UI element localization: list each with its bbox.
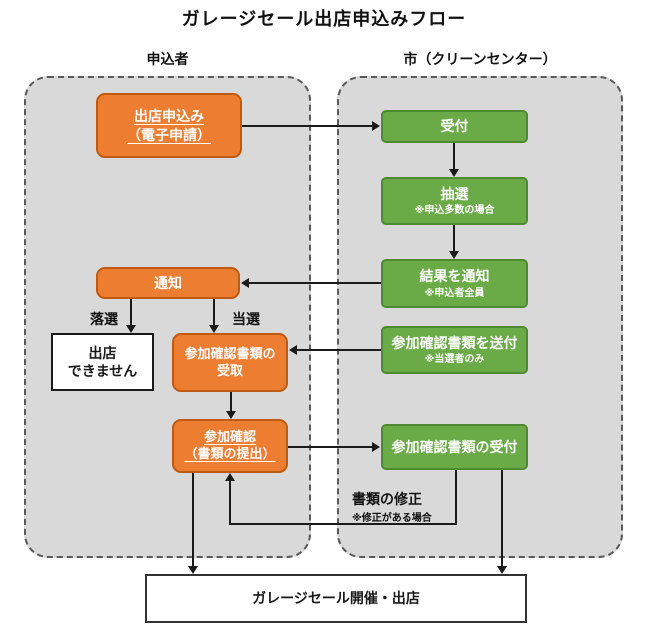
node-receive-line2: 受取 <box>216 362 243 378</box>
column-label-city: 市（クリーンセンター） <box>403 51 557 67</box>
node-notice-label: 通知 <box>154 274 182 291</box>
node-apply-line1: 出店申込み <box>134 108 204 125</box>
node-receive-line1: 参加確認書類の <box>184 345 276 361</box>
node-event: ガレージセール開催・出店 <box>145 574 527 623</box>
arrow-result-to-notice-line <box>249 282 381 284</box>
arrow-notice-to-cannot-head <box>126 325 136 333</box>
node-lottery-note: ※申込多数の場合 <box>414 205 495 217</box>
arrow-fix-loop-down-line <box>455 470 457 524</box>
arrow-send-to-receive-line <box>297 349 381 351</box>
arrow-receive-to-confirm-head <box>226 411 236 419</box>
edge-label-fix: 書類の修正 <box>352 491 422 507</box>
node-notify-result: 結果を通知 ※申込者全員 <box>381 259 528 308</box>
arrow-fix-loop-horizontal-line <box>229 523 457 525</box>
node-reception-label: 受付 <box>440 118 469 135</box>
arrow-confirm-to-event-line <box>192 473 194 566</box>
arrow-notice-to-receive-line <box>213 299 215 325</box>
node-accept-docs-label: 参加確認書類の受付 <box>391 438 518 455</box>
node-send-docs-label: 参加確認書類を送付 <box>391 334 518 351</box>
page-title: ガレージセール出店申込みフロー <box>181 9 467 29</box>
edge-label-fix-note: ※修正がある場合 <box>352 513 432 524</box>
node-cannot-line1: 出店 <box>88 344 117 361</box>
column-label-applicant: 申込者 <box>146 51 189 67</box>
node-notify-result-note: ※申込者全員 <box>424 287 485 299</box>
arrow-notice-to-cannot-line <box>130 299 132 325</box>
node-event-label: ガレージセール開催・出店 <box>252 590 420 607</box>
edge-label-lose: 落選 <box>90 311 118 327</box>
node-reception: 受付 <box>381 110 528 143</box>
node-notice: 通知 <box>96 267 240 299</box>
arrow-apply-to-reception-line <box>242 125 372 127</box>
arrow-notice-to-receive-head <box>209 325 219 333</box>
node-apply-line2: （電子申請） <box>127 126 211 143</box>
node-lottery: 抽選 ※申込多数の場合 <box>381 177 528 225</box>
node-notify-result-label: 結果を通知 <box>419 268 490 285</box>
arrow-apply-to-reception-head <box>372 121 380 131</box>
arrow-lottery-to-result-line <box>453 225 455 251</box>
arrow-fix-loop-head <box>225 473 235 481</box>
node-cannot-line2: できません <box>67 363 138 379</box>
arrow-reception-to-lottery-line <box>453 143 455 169</box>
node-receive-docs: 参加確認書類の 受取 <box>172 333 288 392</box>
arrow-confirm-to-event-head <box>188 566 198 574</box>
node-confirm-line1: 参加確認 <box>203 429 256 445</box>
arrow-send-to-receive-head <box>289 345 297 355</box>
node-confirm[interactable]: 参加確認 （書類の提出） <box>172 419 288 473</box>
arrow-fix-loop-up-line <box>229 481 231 524</box>
node-send-docs-note: ※当選者のみ <box>424 354 485 366</box>
arrow-result-to-notice-head <box>241 278 249 288</box>
arrow-accept-to-event-line <box>501 470 503 566</box>
arrow-accept-to-event-head <box>497 566 507 574</box>
node-apply[interactable]: 出店申込み （電子申請） <box>96 93 242 158</box>
edge-label-win: 当選 <box>232 311 260 327</box>
arrow-reception-to-lottery-head <box>449 169 459 177</box>
node-lottery-label: 抽選 <box>440 185 469 202</box>
arrow-confirm-to-accept-head <box>372 442 380 452</box>
node-send-docs: 参加確認書類を送付 ※当選者のみ <box>381 326 528 374</box>
arrow-lottery-to-result-head <box>449 251 459 259</box>
arrow-receive-to-confirm-line <box>230 392 232 411</box>
node-accept-docs: 参加確認書類の受付 <box>381 424 528 470</box>
node-cannot-open: 出店 できません <box>51 333 154 391</box>
node-confirm-line2: （書類の提出） <box>184 446 276 461</box>
city-lane-panel <box>337 76 623 558</box>
arrow-confirm-to-accept-line <box>288 446 372 448</box>
